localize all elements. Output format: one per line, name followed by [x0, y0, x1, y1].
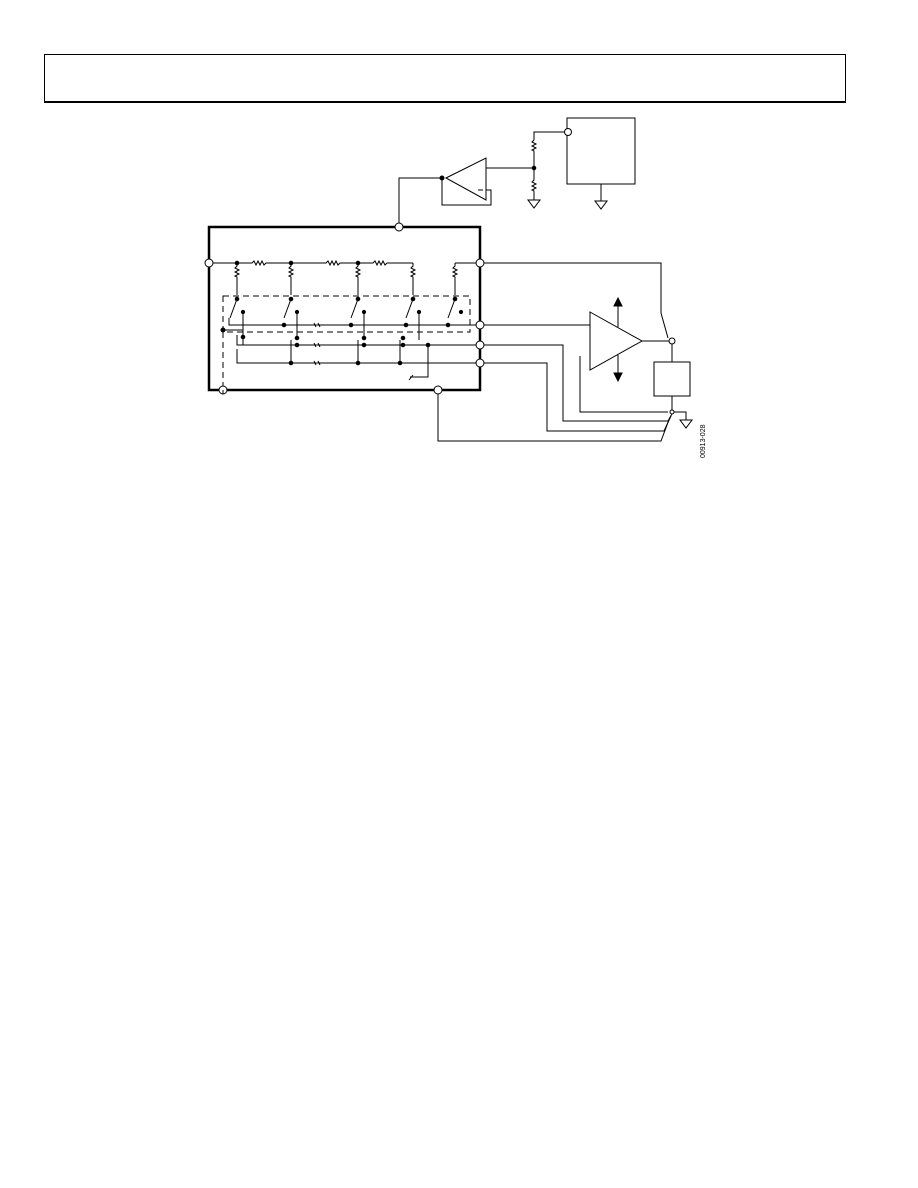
pin-right-3	[475, 340, 485, 350]
resistor-divider	[527, 131, 564, 209]
switch-control-outline	[222, 295, 471, 386]
output-opamp	[484, 296, 676, 383]
switch-array	[229, 296, 464, 345]
pin-left	[204, 258, 214, 268]
buffer-amplifier	[398, 157, 534, 227]
switch-5	[447, 296, 464, 319]
pin-right-4	[475, 358, 485, 368]
chip-pins	[204, 222, 485, 395]
chip-body	[207, 225, 482, 392]
page-header-box	[44, 54, 846, 103]
switch-4	[405, 296, 422, 340]
pin-top	[394, 222, 404, 232]
internal-bus	[220, 318, 476, 381]
resistor-string	[213, 259, 476, 295]
switch-3	[350, 296, 367, 340]
output-wiring	[222, 262, 693, 442]
switch-1	[229, 296, 246, 345]
switch-2	[283, 296, 300, 340]
pin-right-2	[475, 320, 485, 330]
figure-code: 00913-028	[700, 424, 724, 468]
reference-source-block	[564, 117, 636, 210]
pin-bottom-mid	[433, 385, 443, 395]
pin-right-1	[475, 258, 485, 268]
figure-code-text: 00913-028	[700, 424, 707, 458]
